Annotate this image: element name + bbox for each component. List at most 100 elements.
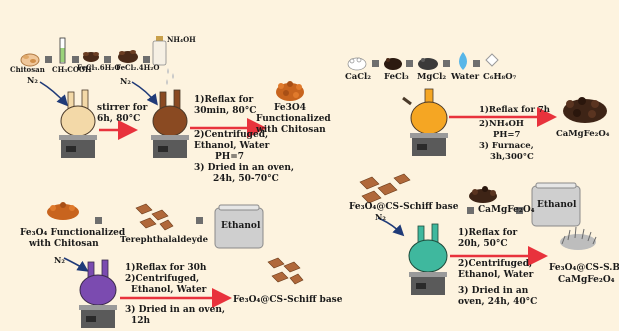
particle-pile-icon [563,97,607,123]
label-chitosan: Chitosan [10,65,45,74]
p4-product-2: CaMgFe₂O₄ [558,275,615,285]
n2-gas-arrow-icon [63,257,89,272]
label-ch3cooh: CH₃COOH [52,65,92,74]
label-cacl2: CaCl₂ [345,72,371,82]
p4-product-1: Fe₃O₄@CS-S.B [549,263,619,273]
flask-icon [60,89,96,137]
hotplate-icon [151,135,189,158]
plus-icon [72,56,79,63]
p3-reactant1-line1: Fe₃O₄ Functionalized [20,228,126,238]
p3-reactant2: Terephthalaldeyde [120,235,208,245]
hotplate-icon [409,272,447,295]
plus-icon [473,60,480,67]
hotplate-icon [410,133,448,156]
p3-product: Fe₃O₄@CS-Schiff base [233,295,343,305]
fecl3-pile-icon [83,52,99,62]
label-water: Water [451,72,480,82]
p1-step-6: 3) Dried in an oven, [194,163,295,173]
p3-step-4: 3) Dried in an oven, [125,305,226,315]
p1-step-1: 1)Reflax for [194,95,254,105]
plus-icon [516,207,523,214]
stirrer-line-1: stirrer for [97,103,148,113]
p1-step-3: 2)Centrifuged, [194,130,269,140]
stirrer-line-2: 6h, 80°C [97,114,141,124]
mgcl2-pile-icon [418,58,438,70]
plus-icon [372,60,379,67]
p3-step-5: 12h [131,316,151,326]
p1-step-2: 30min, 80°C [194,106,257,116]
particle-pile-icon [469,186,497,203]
p4-solvent: Ethanol [537,200,577,210]
p4-step-5: 3) Dried in an [458,286,529,296]
label-nh4oh: NH₄OH [167,35,196,44]
acid-tube-icon [59,37,66,64]
plus-icon [467,207,474,214]
schiff-flakes-icon [267,257,304,285]
hotplate-icon [59,135,97,158]
label-fecl3: FeCl₃ [384,72,409,82]
p4-reactant1: Fe₃O₄@CS-Schiff base [349,202,459,212]
hotplate-icon [79,305,117,328]
p1-product-3: with Chitosan [256,125,326,135]
p1-product-2: Functionalized [256,114,331,124]
water-drop-icon [459,52,467,70]
n2-gas-arrow-icon [377,217,405,237]
p2-step-4: 3) Furnace, [479,141,534,151]
label-mgcl2: MgCl₂ [417,72,447,82]
plus-icon [45,56,52,63]
p3-step-2: 2)Centrifuged, [125,274,200,284]
p4-step-6: oven, 24h, 40°C [458,297,538,307]
plus-icon [443,60,450,67]
p3-solvent: Ethanol [221,221,261,231]
label-fecl3: FeCl₃.6H₂O [77,63,121,72]
p4-step-1: 1)Reflax for [458,228,518,238]
p3-reactant1-line2: with Chitosan [29,239,99,249]
fecl3-pile-icon [384,58,402,70]
p2-product: CaMgFe₂O₄ [556,129,610,139]
p1-step-7: 24h, 50-70°C [213,174,279,184]
p3-step-1: 1)Reflax for 30h [125,263,207,273]
n2-label: N₂ [27,75,38,85]
plus-icon [406,60,413,67]
p1-step-4: Ethanol, Water [194,141,270,151]
flask-icon [402,88,448,135]
ethanol-bottle-icon [531,182,581,227]
n2-label: N₂ [120,76,131,86]
p2-step-3: PH=7 [493,130,521,140]
label-citric: C₆H₈O₇ [483,72,517,82]
p3-step-3: Ethanol, Water [131,285,207,295]
p2-step-5: 3h,300°C [490,152,534,162]
citric-crystal-icon [485,53,499,67]
cacl2-pile-icon [347,57,367,71]
p1-product-1: Fe3O4 [274,103,306,113]
plus-icon [95,217,102,224]
flask-icon [152,89,188,137]
p4-reactant2: CaMgFe₂O₄ [478,205,535,215]
plus-icon [196,217,203,224]
ethanol-bottle-icon [214,204,264,249]
n2-label: N₂ [375,212,386,222]
fecl2-pile-icon [118,50,138,63]
p2-step-1: 1)Reflax for 7h [479,105,550,115]
n2-gas-arrow-icon [131,81,158,106]
nh4oh-bottle-icon [152,36,174,85]
schiff-flakes-icon [359,173,411,204]
label-fecl2: FeCl₂.4H₂O [116,63,160,72]
p1-step-5: PH=7 [215,152,245,162]
p4-step-2: 20h, 50°C [458,239,508,249]
plus-icon [143,56,150,63]
n2-label: N₂ [54,255,65,265]
p4-step-3: 2)Centrifuged, [458,259,533,269]
n2-gas-arrow-icon [39,81,69,107]
flask-icon [79,259,117,306]
chitosan-pile-icon [20,53,40,67]
p4-step-4: Ethanol, Water [458,270,534,280]
flask-icon [408,223,448,273]
p2-step-2: 2)NH₄OH [479,119,524,129]
functionalized-pile-icon [47,202,79,220]
particle-pile-icon [276,81,304,101]
plus-icon [104,56,111,63]
final-composite-pile-icon [560,226,597,250]
